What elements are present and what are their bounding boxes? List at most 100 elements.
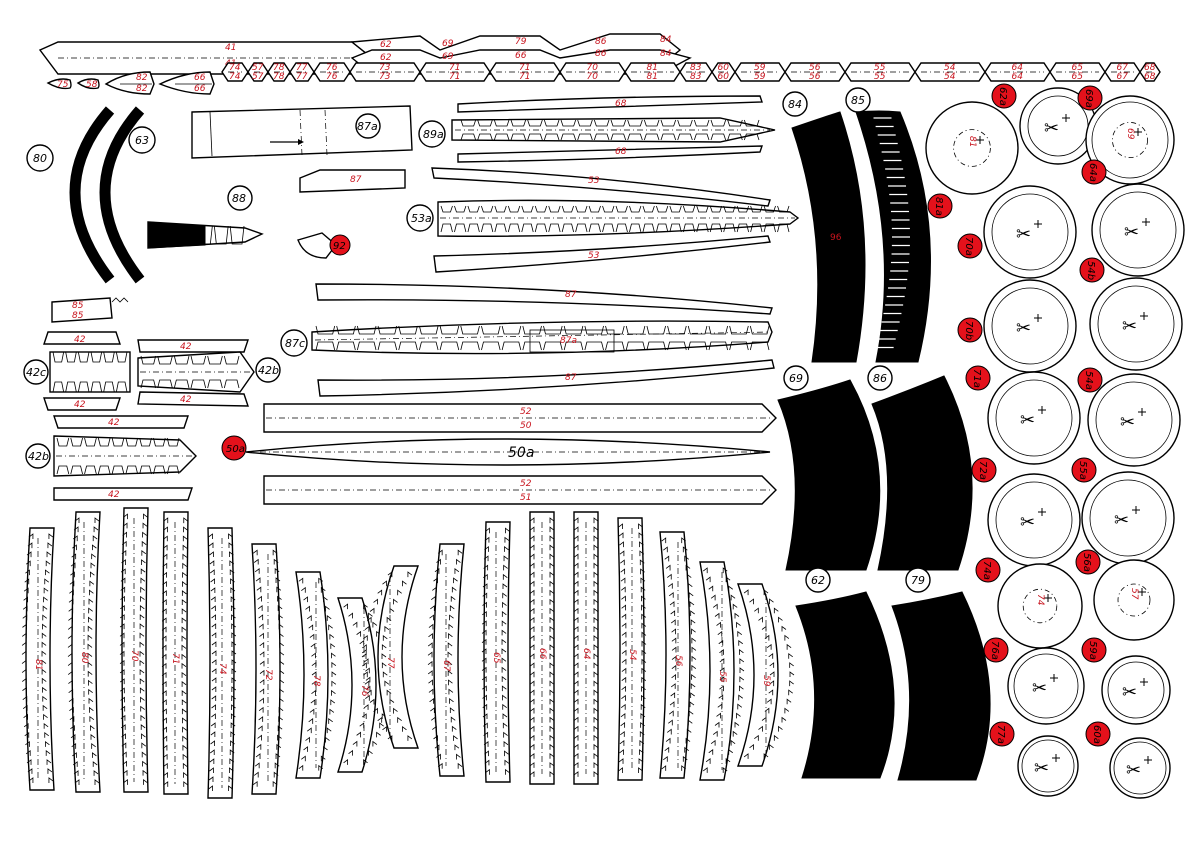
label-62-panel: 62 <box>811 574 825 587</box>
label-76-r2: 76 <box>326 63 338 73</box>
label-60-r2: 60 <box>718 63 730 73</box>
label-71-r2: 71 <box>519 63 530 73</box>
ring-inner-label: 81 <box>967 136 977 147</box>
label-strip-65: 65 <box>491 652 501 664</box>
black-panels: 96 84 85 69 86 62 79 <box>777 87 991 781</box>
label-73-r2: 73 <box>379 63 391 73</box>
ring-label-81a: 81a <box>933 197 944 216</box>
scissors-icon: ✂ <box>1020 512 1035 533</box>
label-strip-78: 78 <box>311 675 321 687</box>
label-strip-64: 64 <box>581 648 591 660</box>
label-65-r2: 65 <box>1072 63 1084 73</box>
label-56-r2: 56 <box>809 63 821 73</box>
label-strip-74: 74 <box>217 663 227 675</box>
label-66sb: 66 <box>194 84 206 94</box>
part-92: 92 <box>297 232 351 259</box>
label-88: 88 <box>232 192 246 205</box>
label-86: 86 <box>595 37 607 47</box>
ring-label-54a: 54a <box>1083 371 1094 390</box>
label-53a: 53a <box>411 212 432 225</box>
part-53a: 53 53 53a <box>406 167 800 273</box>
label-42c-bot: 42 <box>180 395 192 405</box>
ring-70a: ✂70a <box>957 185 1077 279</box>
ring-81a: 81 81a <box>925 101 1019 219</box>
label-56-r2b: 56 <box>809 72 821 82</box>
label-85-small-b: 85 <box>72 311 84 321</box>
label-89a: 89a <box>423 128 444 141</box>
label-59-r2b: 59 <box>754 72 766 82</box>
part-88: 88 <box>147 185 264 249</box>
label-85-small: 85 <box>72 301 84 311</box>
curved-strip-59 <box>737 583 779 767</box>
label-81-r2: 81 <box>647 63 658 73</box>
curved-strip-65 <box>483 521 511 783</box>
label-50a: 50a <box>226 444 245 455</box>
label-41: 41 <box>225 43 236 53</box>
label-70-r2b: 70 <box>587 72 599 82</box>
ring-60a: ✂60a <box>1085 721 1171 799</box>
ring-label-69a: 69a <box>1083 89 1094 108</box>
scissors-icon: ✂ <box>1114 510 1129 531</box>
ring-inner-label: 69 <box>1125 128 1135 140</box>
label-strip-54: 54 <box>627 649 637 661</box>
scissors-icon: ✂ <box>1122 316 1137 337</box>
ring-label-71a: 71a <box>971 369 982 388</box>
label-54-r2: 54 <box>944 63 956 73</box>
label-71-r2: 71 <box>449 63 460 73</box>
label-77-r2b: 77 <box>296 72 308 82</box>
label-64-r2: 64 <box>1012 63 1024 73</box>
label-86b: 86 <box>595 49 607 59</box>
label-58: 58 <box>86 80 98 90</box>
ring-71a: ✂71a <box>965 365 1081 465</box>
label-65-r2b: 65 <box>1072 72 1084 82</box>
label-68: 68 <box>615 99 627 109</box>
label-67-r2: 67 <box>1117 63 1129 73</box>
curved-strip-72 <box>251 543 281 795</box>
label-69-panel: 69 <box>789 372 803 385</box>
label-71-r2b: 71 <box>449 72 460 82</box>
top-strip: 41 41 62 69 79 86 84 62 69 66 86 84 7474… <box>38 33 1161 95</box>
label-83-r2b: 83 <box>690 72 702 82</box>
label-87a: 87a <box>357 120 378 133</box>
ring-label-74a: 74a <box>981 561 992 580</box>
label-64-r2b: 64 <box>1012 72 1024 82</box>
curved-strip-67 <box>433 543 465 777</box>
parts-50-52: 52 50 50a 50a 52 51 <box>221 403 777 505</box>
label-42-low-top: 42 <box>108 418 120 428</box>
ring-54a: ✂54a <box>1077 367 1181 467</box>
label-76-r2b: 76 <box>326 72 338 82</box>
label-57-r2b: 57 <box>252 72 264 82</box>
ring-label-64a: 64a <box>1087 163 1098 182</box>
ring-76a: ✂76a <box>983 637 1085 725</box>
label-57-r2: 57 <box>252 63 264 73</box>
label-70-r2: 70 <box>587 63 599 73</box>
label-42-low-bot: 42 <box>108 490 120 500</box>
label-78-r2b: 78 <box>273 72 285 82</box>
ring-label-70b: 70b <box>963 321 974 340</box>
curved-strip-77 <box>377 565 419 749</box>
ring-label-55a: 55a <box>1077 461 1088 480</box>
ring-label-54b: 54b <box>1085 261 1096 280</box>
ring-72a: ✂72a <box>971 457 1081 567</box>
label-85-panel: 85 <box>851 94 865 107</box>
label-68-r2: 68 <box>1144 63 1156 73</box>
ring-54b: ✂ 54b <box>1079 257 1183 371</box>
label-42b-low: 42b <box>28 450 49 463</box>
label-66s: 66 <box>194 73 206 83</box>
ring-69a: 69 69a <box>1077 85 1175 185</box>
label-75: 75 <box>57 80 69 90</box>
curved-strip-74 <box>207 527 235 799</box>
ring-label-60a: 60a <box>1091 725 1102 744</box>
left-arcs: 80 63 <box>26 106 156 284</box>
label-62: 62 <box>380 40 392 50</box>
label-71-r2b: 71 <box>519 72 530 82</box>
label-strip-76: 76 <box>359 685 369 697</box>
label-strip-55: 55 <box>717 671 727 683</box>
label-87a-small: 87 <box>350 175 362 185</box>
label-62b: 62 <box>380 53 392 63</box>
label-strip-70: 70 <box>129 650 139 662</box>
ring-label-59a: 59a <box>1087 641 1098 660</box>
label-79-panel: 79 <box>911 574 925 587</box>
